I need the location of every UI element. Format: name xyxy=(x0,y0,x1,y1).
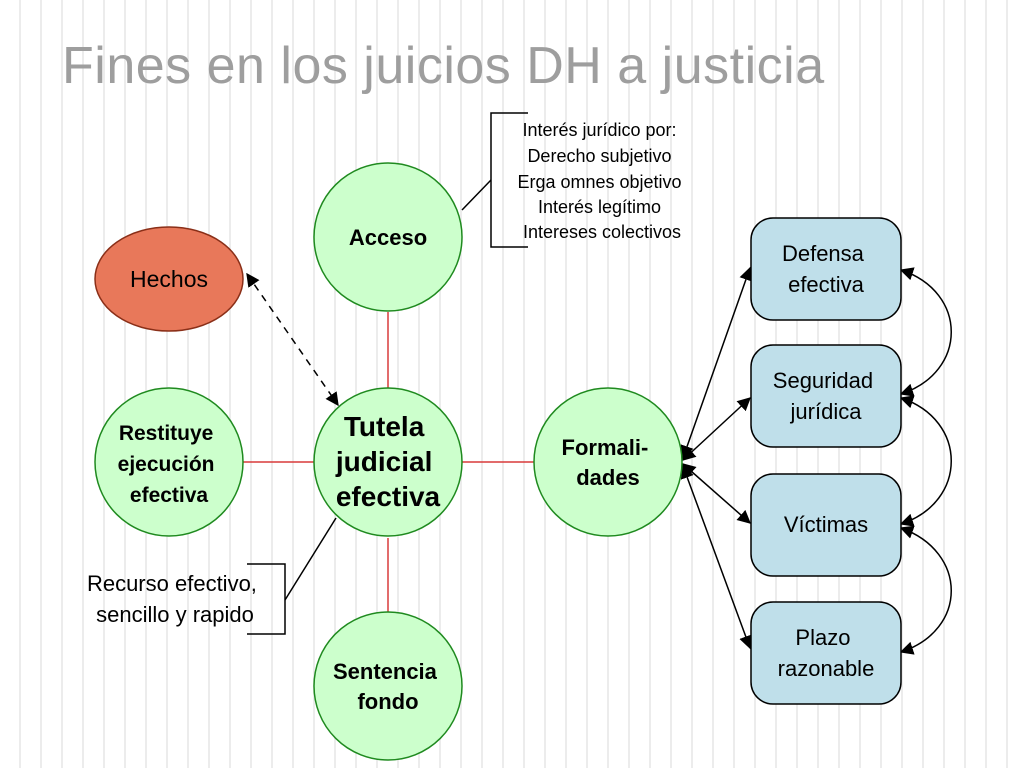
hechos-dashed-link xyxy=(246,272,339,407)
box-plazo xyxy=(750,601,902,705)
box-seguridad-label: Seguridad jurídica xyxy=(773,368,879,424)
formalidades-arrows xyxy=(680,266,753,650)
curve-seguridad-victimas xyxy=(899,395,952,527)
box-curved-arrows xyxy=(899,267,952,655)
recurso-note-text: Recurso efectivo, sencillo y rapido xyxy=(87,571,263,627)
hub-connectors xyxy=(243,312,534,612)
acceso-note-leader xyxy=(461,179,492,211)
sentencia-label: Sentencia fondo xyxy=(333,659,443,714)
tutela-label: Tutela judicial efectiva xyxy=(335,411,441,512)
curve-defensa-seguridad xyxy=(899,267,952,397)
recurso-note-leader xyxy=(284,517,337,601)
acceso-note-text: Interés jurídico por: Derecho subjetivo … xyxy=(517,120,686,242)
arrow-to-seguridad xyxy=(682,397,751,461)
acceso-circle xyxy=(313,162,463,312)
box-seguridad xyxy=(750,344,902,448)
page-title: Fines en los juicios DH a justicia xyxy=(62,37,825,95)
box-victimas-label: Víctimas xyxy=(784,512,868,537)
acceso-label: Acceso xyxy=(349,225,427,250)
arrow-to-plazo xyxy=(680,464,753,650)
sentencia-circle xyxy=(313,611,463,761)
hechos-label: Hechos xyxy=(130,266,208,292)
curve-victimas-plazo xyxy=(899,525,952,655)
hechos-ellipse xyxy=(94,226,244,332)
box-victimas xyxy=(750,473,902,577)
box-defensa-label: Defensa efectiva xyxy=(782,241,870,297)
restituye-label: Restituye ejecución efectiva xyxy=(118,422,221,507)
box-plazo-label: Plazo razonable xyxy=(778,625,875,681)
formalidades-circle xyxy=(533,387,683,537)
box-defensa xyxy=(750,217,902,321)
formalidades-label: Formali- dades xyxy=(562,435,655,490)
tutela-circle xyxy=(313,387,463,537)
restituye-circle xyxy=(94,387,244,537)
